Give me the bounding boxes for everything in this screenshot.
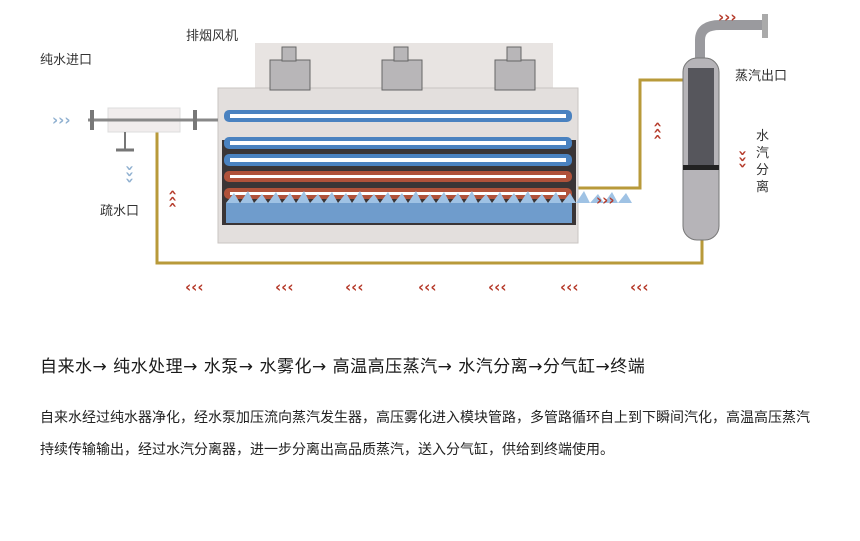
svg-text:‹‹‹: ‹‹‹ <box>185 278 204 296</box>
process-description: 自来水经过纯水器净化，经水泵加压流向蒸汽发生器，高压雾化进入模块管路，多管路循环… <box>40 410 810 458</box>
flow-arrows: ››› ››› ››› ››› ››› ››› ››› ‹‹‹ ‹‹‹ ‹‹‹ ‹‹… <box>52 8 752 296</box>
arrow-down-icon: ››› <box>734 150 752 169</box>
return-pipe <box>155 128 704 265</box>
arrow-up-icon: ››› <box>648 121 666 140</box>
label-steam-outlet: 蒸汽出口 <box>735 69 787 84</box>
heat-tubes <box>224 110 572 199</box>
svg-text:‹‹‹: ‹‹‹ <box>275 278 294 296</box>
svg-text:‹‹‹: ‹‹‹ <box>630 278 649 296</box>
svg-text:离: 离 <box>756 179 769 195</box>
label-water-steam-separation: 水 汽 分 离 <box>756 129 769 195</box>
arrow-up-icon: ››› <box>163 189 181 208</box>
arrow-right-icon: ››› <box>52 111 71 129</box>
svg-text:‹‹‹: ‹‹‹ <box>345 278 364 296</box>
svg-text:‹‹‹: ‹‹‹ <box>488 278 507 296</box>
label-drain-outlet: 疏水口 <box>100 204 139 219</box>
svg-text:汽: 汽 <box>756 146 769 161</box>
steam-pipe <box>578 78 688 190</box>
svg-text:水: 水 <box>756 129 769 144</box>
water-steam-separator <box>682 14 768 241</box>
arrow-right-icon: ››› <box>718 8 737 26</box>
label-exhaust-fan: 排烟风机 <box>186 29 238 44</box>
svg-text:‹‹‹: ‹‹‹ <box>418 278 437 296</box>
pure-water-valve <box>88 107 218 152</box>
svg-text:分: 分 <box>756 163 769 178</box>
svg-text:‹‹‹: ‹‹‹ <box>560 278 579 296</box>
arrow-down-icon: ››› <box>121 165 139 184</box>
label-pure-water-inlet: 纯水进口 <box>40 53 92 68</box>
return-arrows: ‹‹‹ ‹‹‹ ‹‹‹ ‹‹‹ ‹‹‹ ‹‹‹ ‹‹‹ <box>185 278 649 296</box>
flames <box>226 191 632 223</box>
exhaust-fans <box>269 46 536 91</box>
process-flow-title: 自来水→ 纯水处理→ 水泵→ 水雾化→ 高温高压蒸汽→ 水汽分离→分气缸→终端 <box>40 357 646 377</box>
arrow-right-icon: ››› <box>596 191 615 209</box>
steam-generator-diagram: 纯水进口 排烟风机 疏水口 蒸汽出口 水 汽 分 离 ››› ››› ››› ›… <box>40 8 787 296</box>
